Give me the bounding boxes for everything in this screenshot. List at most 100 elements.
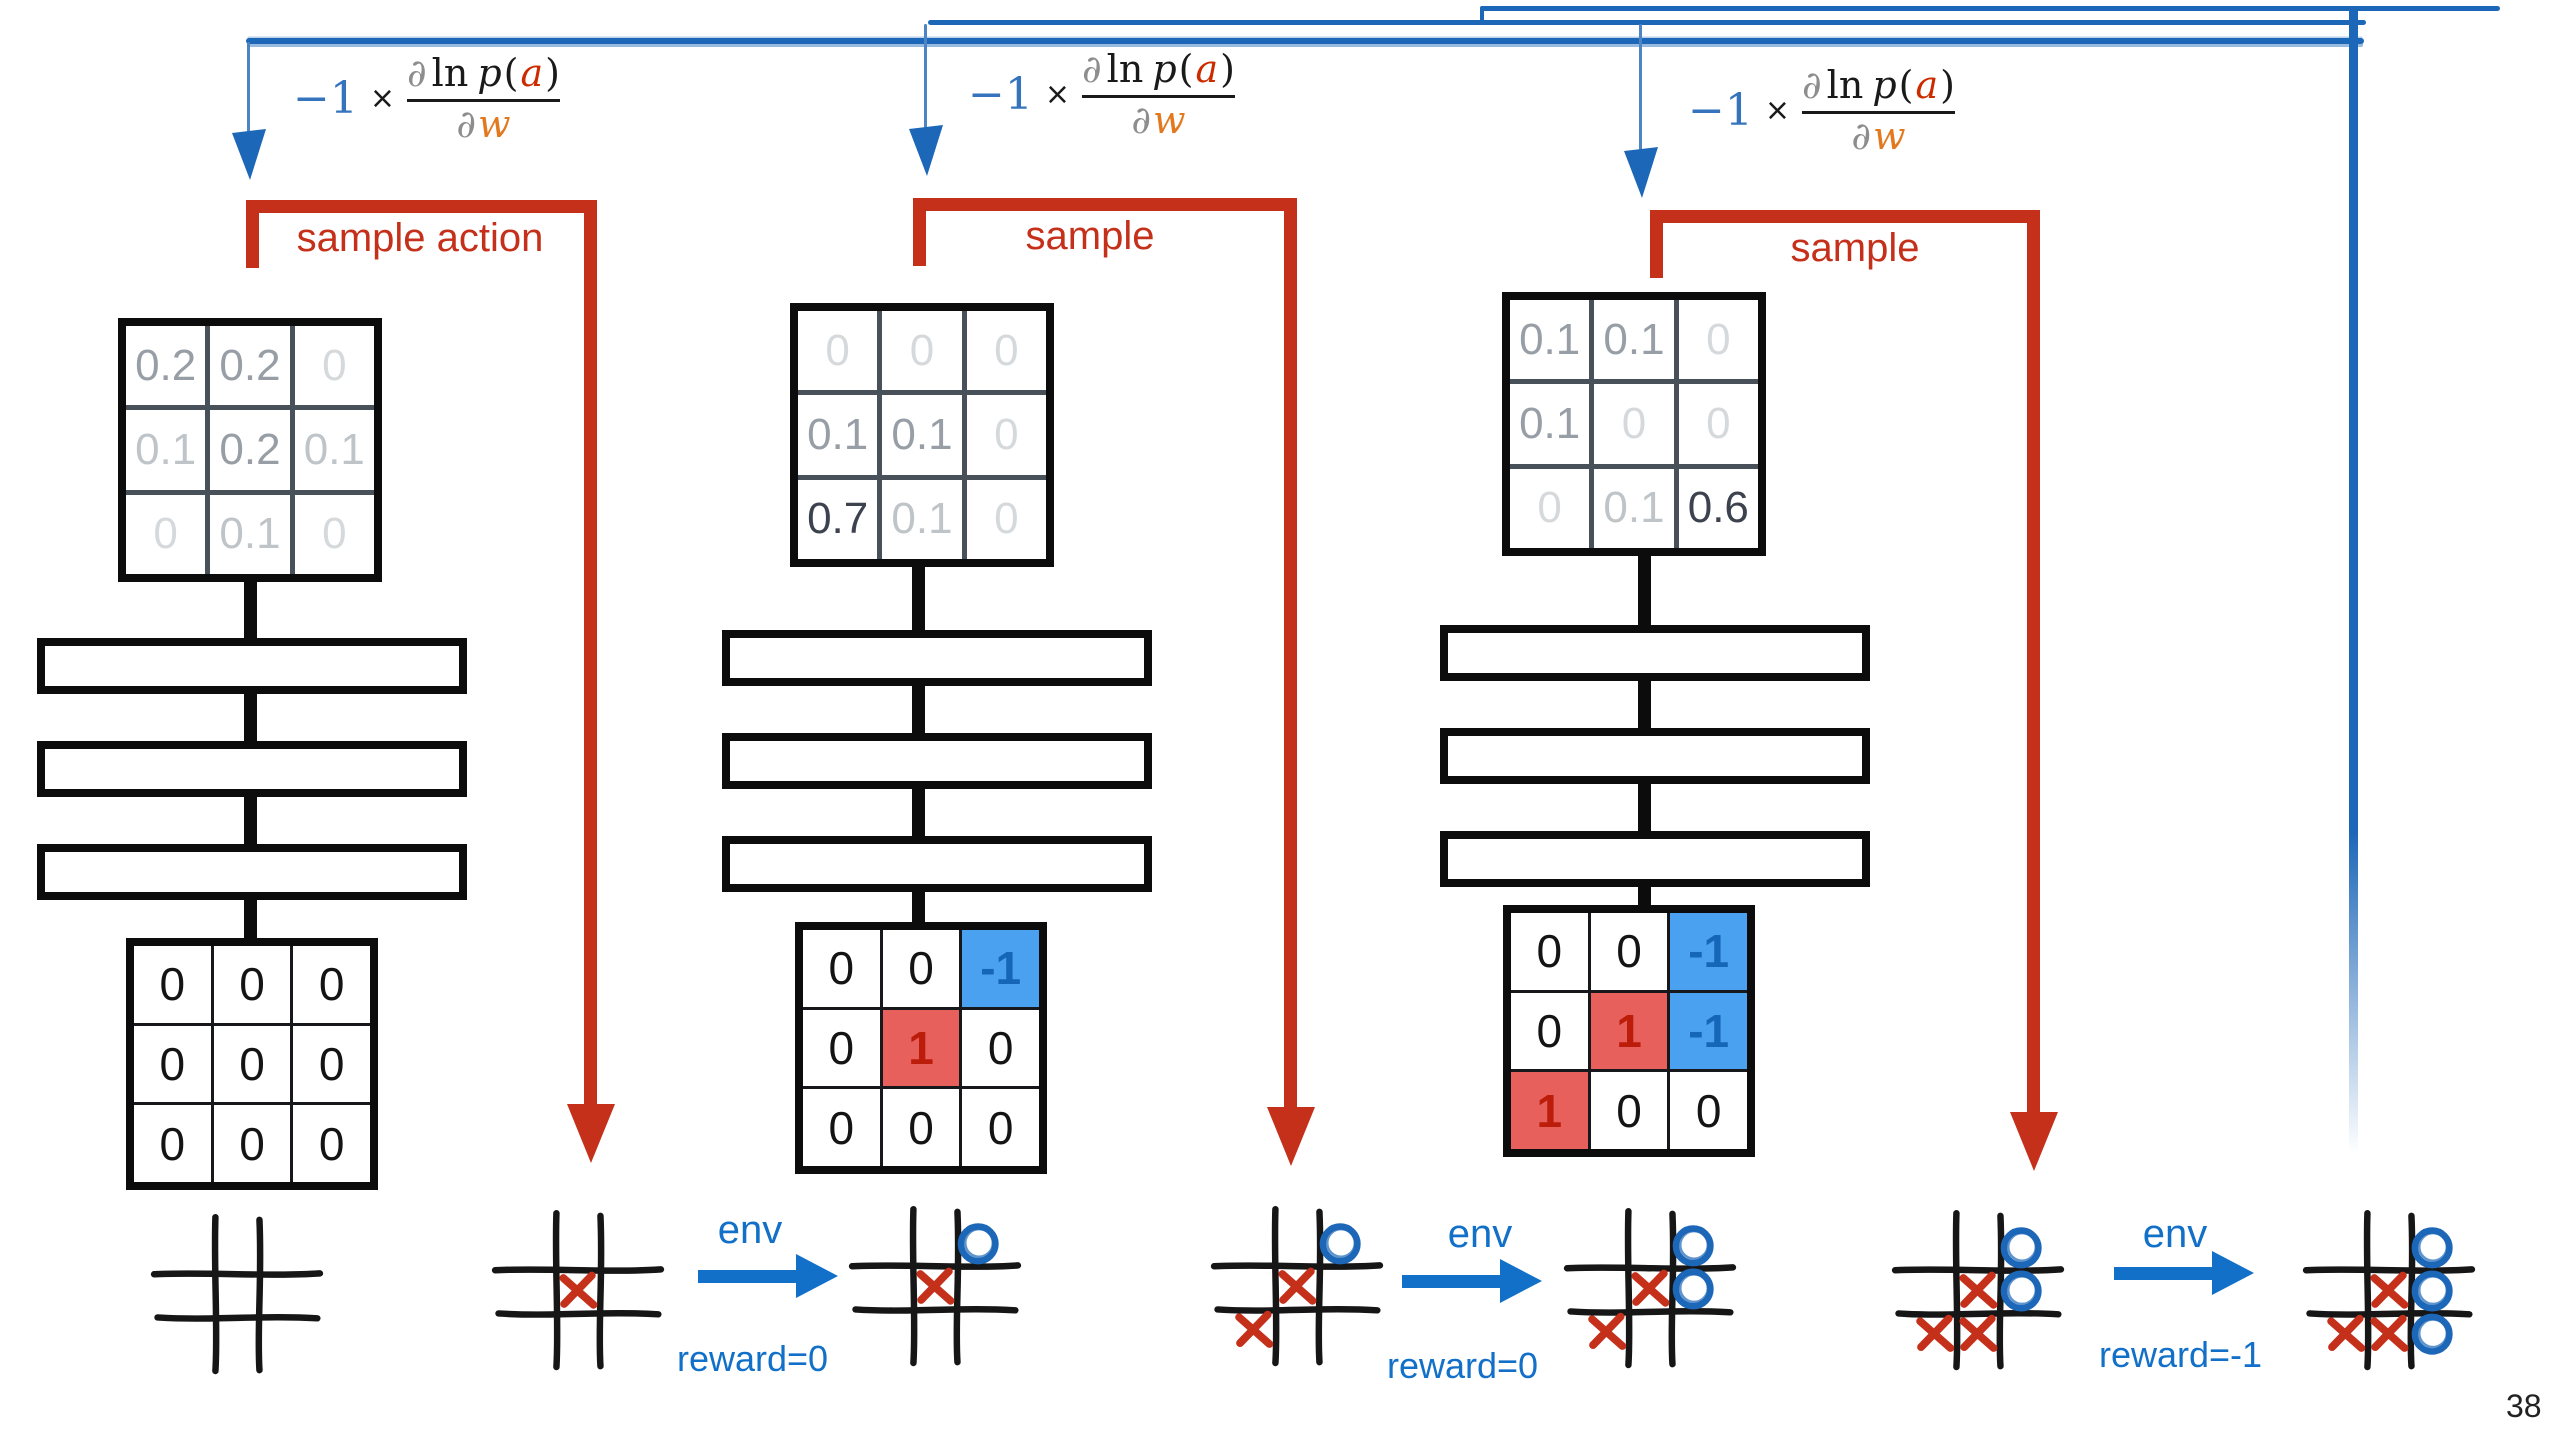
fraction-bar	[1082, 94, 1235, 98]
board-line	[491, 1266, 665, 1274]
tictactoe-board-sketch	[1891, 1210, 2065, 1371]
board-line	[852, 1305, 1019, 1314]
network-connector	[244, 580, 257, 640]
x-mark	[1917, 1314, 1953, 1352]
probability-cell: 0.1	[294, 410, 374, 490]
board-value-cell: 1	[1590, 992, 1668, 1070]
o-mark	[2000, 1270, 2042, 1312]
o-mark	[2000, 1227, 2042, 1269]
tictactoe-board-sketch	[1563, 1208, 1737, 1369]
weights-symbol: w	[1153, 97, 1186, 142]
paren-open: (	[1178, 47, 1194, 91]
board-value-cell: 0	[882, 930, 960, 1007]
network-connector	[1638, 885, 1651, 907]
board-line	[154, 1313, 321, 1322]
board-line	[495, 1309, 662, 1318]
reward-backprop-line	[2349, 6, 2358, 1154]
probability-cell: 0	[126, 494, 206, 574]
o-mark	[957, 1223, 999, 1265]
tictactoe-board-sketch	[150, 1214, 324, 1375]
tictactoe-board-sketch	[848, 1206, 1022, 1367]
board-line	[953, 1208, 962, 1366]
o-mark-inner	[963, 1227, 995, 1259]
board-value-cell: 0	[803, 1089, 880, 1166]
board-line	[1996, 1212, 2005, 1370]
board-line	[211, 1214, 220, 1375]
formula-times: ×	[1044, 77, 1071, 113]
policy-symbol: p	[477, 51, 502, 95]
o-mark	[1672, 1268, 1714, 1310]
paren-close: )	[1940, 63, 1955, 107]
network-layer	[722, 630, 1152, 686]
gradient-drop-line	[1639, 24, 1642, 150]
probability-cell: 0	[1678, 300, 1758, 380]
action-symbol: a	[1195, 47, 1219, 91]
board-line	[596, 1212, 605, 1370]
probability-cell: 0.2	[210, 410, 290, 490]
gradient-flow-line-1	[246, 38, 2364, 44]
board-value-cell: 0	[293, 1105, 370, 1182]
reward-label: reward=-1	[2098, 1334, 2263, 1375]
probability-cell: 0.2	[126, 326, 206, 406]
x-mark	[1632, 1269, 1668, 1306]
board-value-cell: 0	[213, 946, 291, 1023]
o-mark	[2411, 1270, 2453, 1312]
gradient-arrow-icon	[232, 129, 266, 180]
board-line	[255, 1216, 264, 1374]
sample-bracket-stub	[1650, 210, 1663, 278]
x-mark	[2371, 1271, 2407, 1308]
reward-label: reward=0	[676, 1338, 829, 1379]
tictactoe-board-sketch	[491, 1210, 665, 1371]
board-value-cell: 0	[1590, 913, 1668, 990]
sample-bracket-top	[1650, 210, 2040, 223]
o-mark-inner	[2417, 1318, 2449, 1349]
o-mark	[1672, 1225, 1714, 1267]
gradient-arrow-icon	[1624, 147, 1658, 198]
formula-coefficient: −1	[293, 73, 358, 125]
probability-cell: 0	[966, 479, 1046, 559]
network-connector	[1638, 554, 1651, 627]
x-mark	[2328, 1314, 2364, 1352]
partial-symbol: ∂	[1082, 47, 1102, 91]
env-label: env	[2142, 1212, 2208, 1256]
probability-cell: 0	[294, 326, 374, 406]
policy-symbol: p	[1152, 47, 1177, 91]
x-mark	[1960, 1271, 1996, 1308]
network-connector	[912, 890, 925, 924]
formula-times: ×	[369, 81, 396, 117]
board-line	[2363, 1210, 2372, 1371]
probability-cell: 0	[1594, 384, 1674, 464]
formula-fraction: ∂ ln p ( a ) ∂ w	[1802, 63, 1955, 158]
network-connector	[912, 565, 925, 632]
probability-cell: 0.7	[798, 479, 878, 559]
probability-cell: 0.1	[1510, 300, 1590, 380]
probability-cell: 0.1	[210, 494, 290, 574]
o-mark-inner	[1325, 1227, 1357, 1259]
network-layer	[37, 741, 467, 797]
formula-coefficient: −1	[1688, 85, 1753, 137]
probability-cell: 0.1	[798, 395, 878, 475]
board-line	[1214, 1305, 1381, 1314]
o-mark-inner	[2006, 1275, 2038, 1306]
tictactoe-board-sketch	[1210, 1206, 1384, 1367]
probability-cell: 0.6	[1678, 468, 1758, 548]
partial-symbol: ∂	[456, 101, 477, 146]
o-mark	[2411, 1313, 2453, 1355]
board-value-cell: 0	[1670, 1072, 1747, 1149]
probability-cell: 0.1	[1510, 384, 1590, 464]
board-line	[1210, 1262, 1384, 1270]
board-line	[1668, 1210, 1677, 1368]
probability-cell: 0	[882, 311, 962, 391]
probability-cell: 0	[294, 494, 374, 574]
gradient-formula: −1 × ∂ ln p ( a ) ∂ w	[1688, 63, 1955, 158]
page-number: 38	[2506, 1388, 2542, 1424]
network-connector	[912, 684, 925, 735]
board-value-cell: 0	[1511, 992, 1588, 1070]
board-line	[150, 1270, 324, 1278]
o-mark-inner	[1678, 1273, 1710, 1304]
x-mark	[1589, 1312, 1625, 1350]
network-connector	[1638, 782, 1651, 833]
